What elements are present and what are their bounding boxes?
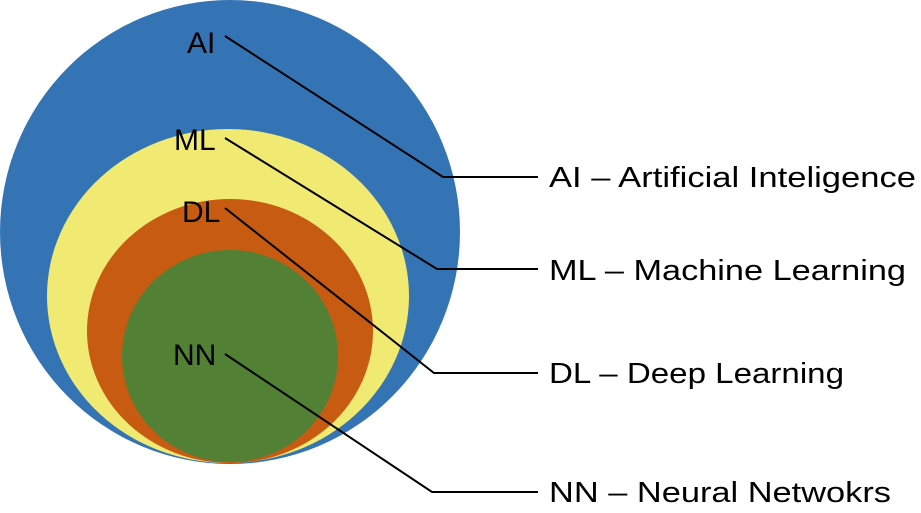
ml-circle-label: ML	[174, 124, 216, 157]
ai-description: AI – Artificial Inteligence	[549, 162, 916, 194]
ai-circle-label: AI	[187, 27, 215, 60]
dl-leader-line	[224, 207, 538, 374]
ai-leader-line	[224, 35, 538, 178]
dl-description: DL – Deep Learning	[549, 358, 844, 390]
nn-description: NN – Neural Netwokrs	[549, 477, 891, 509]
nn-circle	[122, 250, 338, 462]
ml-leader-line	[224, 137, 538, 270]
nn-leader-line	[224, 353, 538, 493]
dl-circle-label: DL	[182, 196, 220, 229]
nn-circle-label: NN	[173, 339, 216, 372]
ml-description: ML – Machine Learning	[549, 255, 906, 287]
